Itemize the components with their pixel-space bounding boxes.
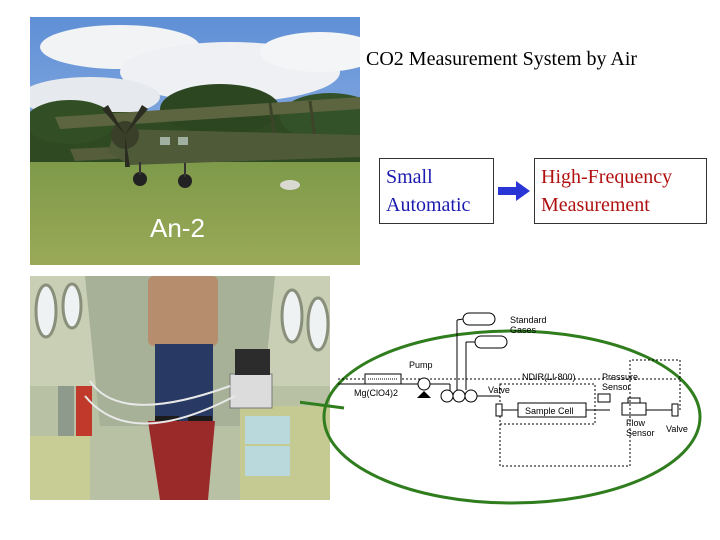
aircraft-label: An-2 — [150, 213, 205, 243]
system-diagram: Standard Gases Mg(ClO4)2 Pump Valve NDIR… — [300, 312, 702, 505]
pump-label: Pump — [409, 360, 433, 370]
sample-cell-label: Sample Cell — [525, 406, 574, 416]
ndir-label: NDIR(LI-800) — [522, 372, 576, 382]
measurement-label: Measurement — [541, 194, 650, 216]
gas-cylinder-1 — [462, 312, 496, 326]
flow-arrow-icon — [498, 181, 530, 201]
pressure-sensor-icon — [597, 393, 611, 403]
callout-line — [300, 400, 345, 410]
highlight-ellipse — [322, 329, 702, 505]
flow-sensor-label: Sensor — [626, 428, 655, 438]
automatic-label: Automatic — [386, 194, 471, 216]
high-frequency-box: High-Frequency Measurement — [534, 158, 707, 224]
valve-right-icon — [671, 403, 679, 417]
valve-left-icon — [495, 403, 503, 417]
high-frequency-label: High-Frequency — [541, 166, 673, 188]
flow-label: Flow — [626, 418, 646, 428]
valve-right-label: Valve — [666, 424, 688, 434]
valve-circle-1 — [440, 389, 454, 403]
sample-cell — [517, 402, 587, 418]
pressure-label: Pressure — [602, 372, 638, 382]
valve-circle-2 — [452, 389, 466, 403]
cabin-photo — [30, 276, 330, 500]
valve-circle-3 — [464, 389, 478, 403]
sensor-label: Sensor — [602, 382, 631, 392]
flow-sensor-icon — [621, 402, 647, 416]
standard-label: Standard — [510, 315, 547, 325]
small-automatic-box: Small Automatic — [379, 158, 494, 224]
pump-icon — [417, 377, 431, 391]
valve-left-label: Valve — [488, 385, 510, 395]
mg-clo4-label: Mg(ClO4)2 — [354, 388, 398, 398]
aircraft-photo — [30, 17, 360, 265]
slide-title: CO2 Measurement System by Air — [366, 48, 638, 70]
gases-label: Gases — [510, 325, 537, 335]
small-label: Small — [386, 166, 433, 188]
gas-cylinder-2 — [474, 335, 508, 349]
